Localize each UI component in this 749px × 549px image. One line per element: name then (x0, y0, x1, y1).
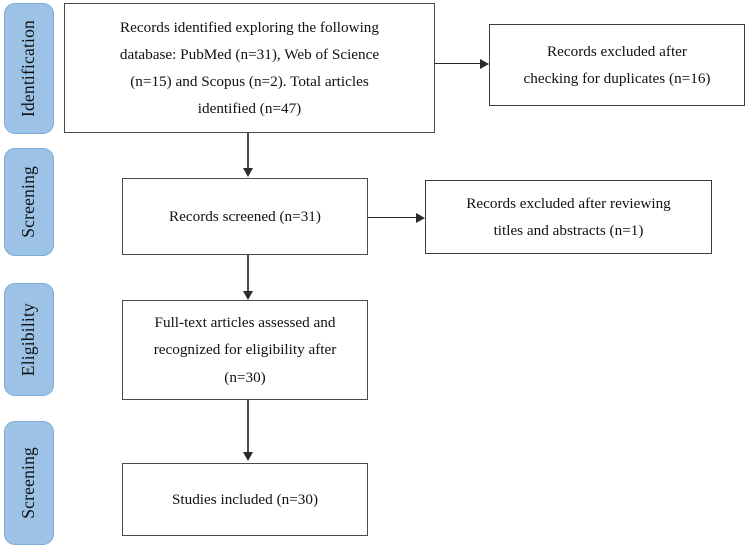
stage-label-identification: Identification (18, 19, 39, 118)
stage-pill-screening-1: Screening (4, 148, 54, 256)
box-line: Records identified exploring the followi… (120, 18, 379, 36)
box-excluded-titles-abstracts-text: Records excluded after reviewing titles … (458, 190, 679, 244)
box-excluded-duplicates: Records excluded after checking for dupl… (489, 24, 745, 106)
stage-label-eligibility: Eligibility (18, 302, 39, 377)
box-line: database: PubMed (n=31), Web of Science (119, 45, 380, 63)
arrowhead-down-included (243, 452, 253, 461)
box-excluded-duplicates-text: Records excluded after checking for dupl… (516, 38, 719, 92)
arrowhead-down-fulltext (243, 291, 253, 300)
box-full-text-assessed-text: Full-text articles assessed and recogniz… (146, 309, 345, 390)
connector-screened-to-titles (368, 217, 417, 219)
box-excluded-titles-abstracts: Records excluded after reviewing titles … (425, 180, 712, 254)
connector-identified-to-screened (247, 133, 249, 169)
box-line: (n=15) and Scopus (n=2). Total articles (130, 73, 369, 90)
box-line: Records excluded after reviewing (466, 194, 671, 212)
arrowhead-right-titles (416, 213, 425, 223)
box-records-screened: Records screened (n=31) (122, 178, 368, 255)
box-line: (n=30) (224, 368, 266, 386)
box-line: titles and abstracts (n=1) (493, 222, 644, 239)
stage-label-screening-2: Screening (18, 447, 39, 519)
box-line: recognized for eligibility after (153, 341, 337, 359)
box-line: Records excluded after (546, 42, 687, 60)
box-records-identified: Records identified exploring the followi… (64, 3, 435, 133)
arrowhead-right-duplicates (480, 59, 489, 69)
stage-label-screening-1: Screening (18, 166, 39, 238)
arrowhead-down-screened (243, 168, 253, 177)
connector-fulltext-to-included (247, 400, 249, 453)
box-records-screened-text: Records screened (n=31) (161, 203, 329, 230)
stage-pill-identification: Identification (4, 3, 54, 134)
box-studies-included: Studies included (n=30) (122, 463, 368, 536)
box-line: checking for duplicates (n=16) (523, 70, 711, 87)
box-line: Full-text articles assessed and (154, 314, 336, 332)
box-line: Records screened (n=31) (169, 207, 321, 225)
connector-screened-to-fulltext (247, 255, 249, 293)
stage-pill-screening-2: Screening (4, 421, 54, 545)
box-line: identified (n=47) (197, 100, 302, 118)
box-line: Studies included (n=30) (171, 490, 319, 508)
box-studies-included-text: Studies included (n=30) (164, 486, 326, 513)
connector-identified-to-duplicates (435, 63, 481, 65)
stage-pill-eligibility: Eligibility (4, 283, 54, 396)
box-full-text-assessed: Full-text articles assessed and recogniz… (122, 300, 368, 400)
box-records-identified-text: Records identified exploring the followi… (112, 14, 387, 122)
